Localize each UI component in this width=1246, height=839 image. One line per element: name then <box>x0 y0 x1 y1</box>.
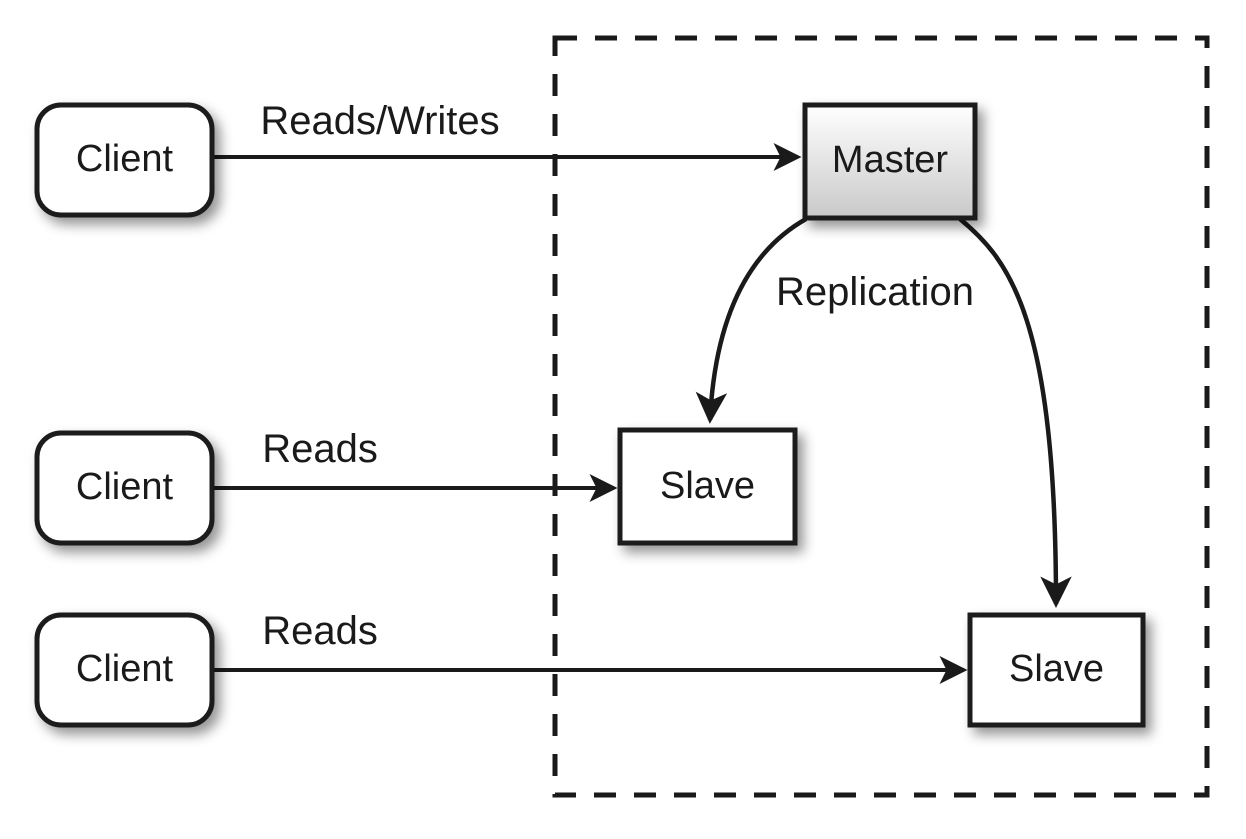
master-shape[interactable] <box>802 102 978 221</box>
edge-master-to-slave1-replication <box>695 217 808 424</box>
database-cluster-boundary <box>552 35 1210 798</box>
edge-label-reads-slave2: Reads <box>262 609 378 653</box>
node-master[interactable]: Master <box>802 102 978 221</box>
node-client-2[interactable]: Client <box>34 430 215 546</box>
edge-label-reads-slave1: Reads <box>262 427 378 471</box>
slave-1-shape[interactable] <box>617 427 798 546</box>
master-label: Master <box>832 139 948 181</box>
client-1-label: Client <box>76 138 174 180</box>
edge-label-reads-writes: Reads/Writes <box>260 99 499 143</box>
edge-master-to-slave2-replication <box>958 217 1072 608</box>
slave-2-shape[interactable] <box>967 612 1146 728</box>
node-client-3[interactable]: Client <box>34 612 215 728</box>
client-3-label: Client <box>76 648 174 690</box>
client-3-shape[interactable] <box>34 612 215 728</box>
node-client-1[interactable]: Client <box>34 102 215 218</box>
slave-1-label: Slave <box>660 465 755 507</box>
client-1-shape[interactable] <box>34 102 215 218</box>
slave-2-label: Slave <box>1009 648 1104 690</box>
node-slave-2[interactable]: Slave <box>967 612 1146 728</box>
client-2-shape[interactable] <box>34 430 215 546</box>
node-slave-1[interactable]: Slave <box>617 427 798 546</box>
edge-label-replication: Replication <box>776 270 974 314</box>
client-2-label: Client <box>76 466 174 508</box>
